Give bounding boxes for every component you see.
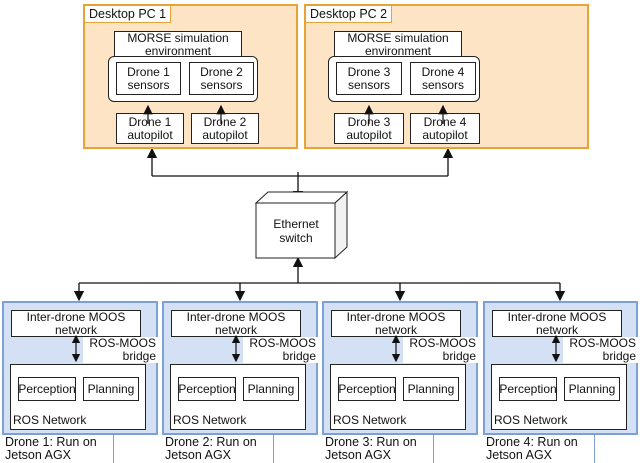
drone1-autopilot: Drone 1 autopilot <box>116 113 184 144</box>
desktop-pc-2: Desktop PC 2 MORSE simulation environmen… <box>304 4 589 149</box>
morse-env-1: MORSE simulation environment <box>114 31 242 58</box>
morse-env-2: MORSE simulation environment <box>334 31 462 58</box>
drone-label-3: Drone 3: Run on Jetson AGX <box>322 434 434 463</box>
perception-2: Perception <box>178 377 236 401</box>
desktop-pc-2-label: Desktop PC 2 <box>306 6 393 23</box>
desktop-pc-1-label: Desktop PC 1 <box>85 6 172 23</box>
moos-network-3: Inter-drone MOOS network <box>331 310 461 337</box>
perception-3: Perception <box>338 377 396 401</box>
drone-box-3: Inter-drone MOOS network ROS-MOOS bridge… <box>322 301 479 435</box>
ros-moos-bridge-2: ROS-MOOS bridge <box>243 337 319 363</box>
perception-4: Perception <box>499 377 557 401</box>
ros-moos-bridge-4: ROS-MOOS bridge <box>563 337 639 363</box>
moos-network-1: Inter-drone MOOS network <box>11 310 141 337</box>
drone-box-2: Inter-drone MOOS network ROS-MOOS bridge… <box>162 301 319 435</box>
ros-moos-bridge-1: ROS-MOOS bridge <box>83 337 159 363</box>
ros-network-label-1: ROS Network <box>13 414 93 427</box>
drone2-sensors: Drone 2 sensors <box>189 62 254 95</box>
ros-network-label-4: ROS Network <box>494 414 574 427</box>
ros-network-label-2: ROS Network <box>173 414 253 427</box>
moos-network-4: Inter-drone MOOS network <box>492 310 622 337</box>
drone-label-4: Drone 4: Run on Jetson AGX <box>483 434 595 463</box>
drone-label-1: Drone 1: Run on Jetson AGX <box>2 434 114 463</box>
drone-box-1: Inter-drone MOOS network ROS-MOOS bridge… <box>2 301 159 435</box>
morse-env-1-label: MORSE simulation environment <box>127 31 229 58</box>
drone4-autopilot: Drone 4 autopilot <box>410 113 480 144</box>
drone1-sensors: Drone 1 sensors <box>116 62 181 95</box>
desktop-pc-1: Desktop PC 1 MORSE simulation environmen… <box>83 4 298 149</box>
ros-moos-bridge-3: ROS-MOOS bridge <box>403 337 479 363</box>
planning-1: Planning <box>83 377 139 401</box>
planning-4: Planning <box>564 377 620 401</box>
planning-3: Planning <box>403 377 459 401</box>
drone4-sensors: Drone 4 sensors <box>410 62 476 95</box>
drone-box-4: Inter-drone MOOS network ROS-MOOS bridge… <box>483 301 639 435</box>
planning-2: Planning <box>243 377 299 401</box>
drone2-autopilot: Drone 2 autopilot <box>191 113 259 144</box>
moos-network-2: Inter-drone MOOS network <box>171 310 301 337</box>
morse-env-2-label: MORSE simulation environment <box>347 31 449 58</box>
perception-1: Perception <box>18 377 76 401</box>
drone3-sensors: Drone 3 sensors <box>336 62 402 95</box>
ethernet-switch-label: Ethernet switch <box>273 217 319 245</box>
ros-network-label-3: ROS Network <box>333 414 413 427</box>
drone-label-2: Drone 2: Run on Jetson AGX <box>162 434 274 463</box>
